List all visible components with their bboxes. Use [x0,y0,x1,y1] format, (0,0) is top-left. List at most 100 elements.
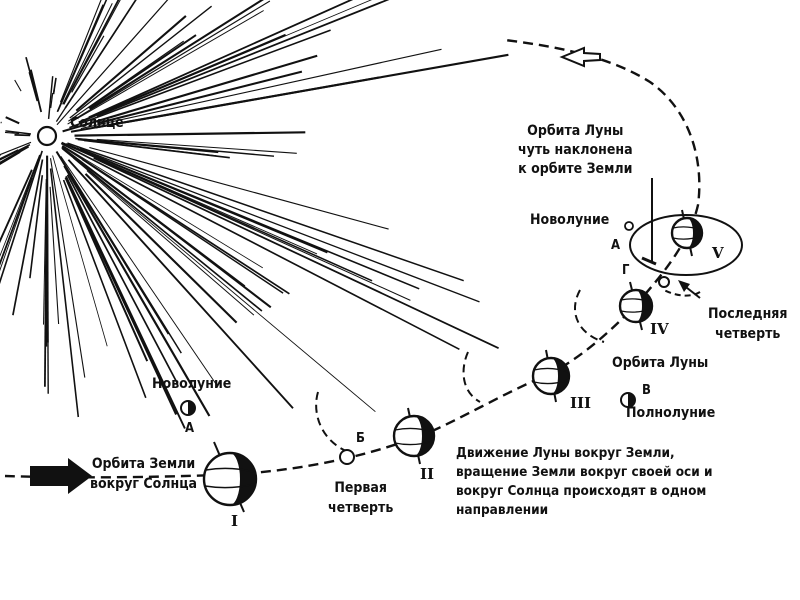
sun-ray [5,130,31,135]
sun-ray [0,149,19,161]
moon-new-a-left-icon [180,400,196,416]
first-quarter-label: Первая четверть [328,480,394,516]
sun-ray [69,5,213,119]
position-label-iv: IV [650,320,669,338]
sun-ray [55,150,170,335]
sun-ray [79,147,480,303]
sun-ray [89,0,264,110]
sun-ray [93,157,499,349]
sun-ray [62,0,120,105]
earth-i-icon [202,441,258,513]
sun-ray [0,141,32,156]
earth-iii-icon [531,349,571,403]
sun-ray [73,0,271,121]
sun-ray [56,0,169,126]
sun-ray [61,146,272,309]
position-label-iii: III [570,394,592,412]
sun-ray [5,116,20,125]
sun-ray [49,186,60,325]
sun-ray [61,147,263,312]
sun-ray [86,170,255,316]
sun-ray [56,4,104,113]
earth-orbit-path [4,38,701,479]
moon-g-label: Г [622,263,630,278]
sun-ray [75,137,275,157]
sun-ray [80,48,442,130]
sun-ray [47,76,54,119]
sun-ray [4,131,20,135]
sun-ray [14,134,31,137]
last-quarter-label: Последняя четверть [708,306,788,342]
moon-v-label: В [642,383,651,398]
sun-ray [60,156,217,385]
sun-ray [69,29,331,129]
sun-ray [75,15,187,112]
sun-ray [50,93,54,109]
earth-iv-icon [618,281,654,331]
moon-b-icon [339,449,355,465]
sun-ray [49,158,86,378]
full-moon-label: Полнолуние [626,405,716,421]
sun-ray [0,150,43,285]
sun-ray [12,159,44,316]
sun-ray [86,0,372,120]
sun-ray [96,0,390,117]
sun-ray [0,177,33,272]
sun-ray [64,177,149,362]
sun-ray [84,139,230,159]
sun-ray [0,158,39,257]
sun-ray [63,165,211,417]
sun-icon [36,125,58,147]
moon-a-left-label: А [185,421,195,436]
earth-ii-icon [392,407,436,465]
sun-ray [62,3,113,105]
sun-ray [84,173,238,324]
sun-ray [43,178,47,325]
sun-ray [61,145,290,295]
sun-ray [0,145,30,165]
moon-g-icon [658,276,670,288]
orbit-direction-arrow-icon [30,458,92,494]
sun-ray [67,142,464,282]
orbit-crossing-mark [641,256,657,266]
position-label-i: I [231,512,239,530]
sun-ray [95,53,509,129]
position-label-v: V [712,244,724,262]
sun-ray [64,0,137,109]
sun-ray [14,79,22,92]
earth-v-icon [670,209,704,257]
moon-orbit-arc-iii [462,351,481,403]
sun-ray [74,131,306,137]
sun-ray [0,169,33,244]
position-label-ii: II [420,465,435,483]
moon-orbit-arc-iv-right [663,289,701,297]
new-moon-right-label: Новолуние [530,212,610,228]
moon-a-right-label: А [611,238,621,253]
sun-ray [76,147,328,254]
sun-ray [62,54,318,133]
moon-orbit-ellipse-v [629,214,743,276]
sun-ray [62,179,147,399]
sun-ray [60,142,460,351]
moon-b-label: Б [356,431,365,446]
sun-ray [96,138,297,154]
moon-v-full-icon [620,392,636,408]
sun-ray [52,155,108,347]
sun-ray [59,0,102,103]
sun-ray [93,155,318,255]
moon-orbit-arc-iv [574,289,605,343]
sun-ray [66,174,179,385]
new-moon-left-label: Новолуние [152,376,232,392]
sun-ray [49,168,80,418]
sun-ray [88,0,354,119]
sun-ray [72,157,376,413]
moon-orbit-arc-ii [315,391,349,453]
sun-ray [0,154,41,266]
sun-ray [63,145,264,269]
sun-ray [87,34,197,109]
sun-ray [25,56,39,101]
sun-ray [67,159,294,409]
sun-ray [65,175,186,429]
earth-orbit-label: Орбита Земли вокруг Солнца [90,456,198,492]
orbit-direction-arrow-top-icon [559,46,601,68]
